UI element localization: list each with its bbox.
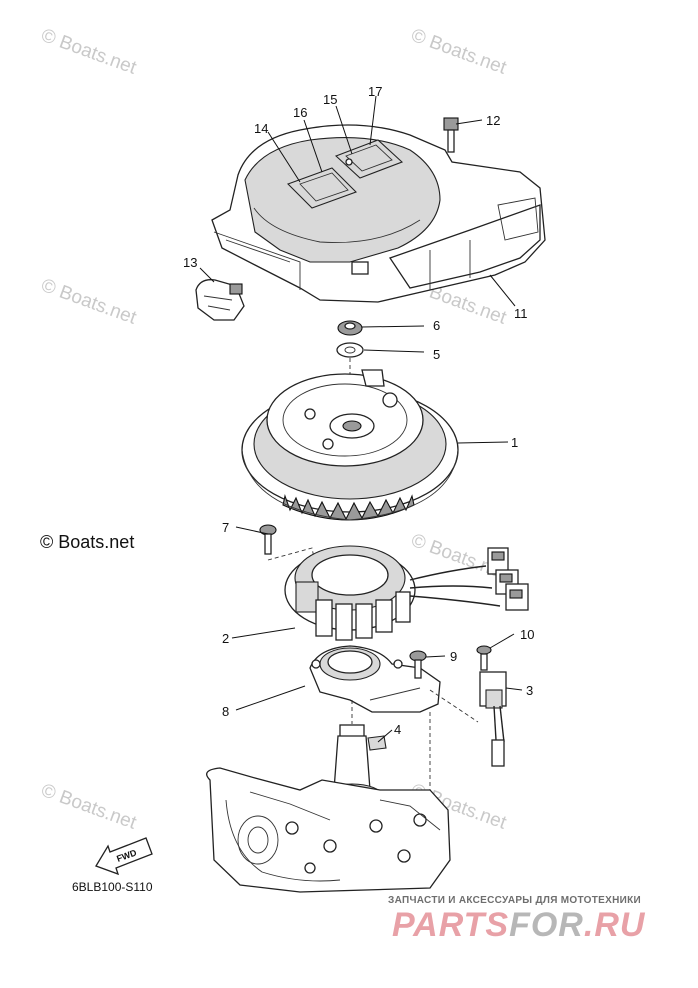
brand-name-part1: PARTS xyxy=(392,906,510,944)
brand-name-part2: FOR xyxy=(509,906,584,944)
brand-logo: PARTSFOR.RU xyxy=(392,906,645,945)
callout-1: 1 xyxy=(511,435,518,450)
callout-2: 2 xyxy=(222,631,229,646)
flywheel-1 xyxy=(241,369,459,521)
callout-11: 11 xyxy=(514,306,528,321)
leader-lines xyxy=(199,95,523,743)
callout-10: 10 xyxy=(520,627,534,642)
callout-5: 5 xyxy=(433,347,440,362)
callout-numbers: 1 2 3 4 5 6 7 8 9 10 11 12 13 14 16 15 1… xyxy=(183,84,534,737)
callout-15: 16 xyxy=(293,105,307,120)
crankcase xyxy=(206,724,451,893)
bolt-7 xyxy=(259,524,277,555)
callout-14: 14 xyxy=(254,121,268,136)
copyright-notice: © Boats.net xyxy=(40,532,135,552)
nut-6 xyxy=(337,320,363,336)
callout-3: 3 xyxy=(526,683,533,698)
callout-9: 9 xyxy=(450,649,457,664)
watermark: © Boats.net xyxy=(408,25,509,79)
bolt-9 xyxy=(409,650,427,679)
callout-7: 7 xyxy=(222,520,229,535)
callout-16: 15 xyxy=(323,92,337,107)
clip-13 xyxy=(195,279,245,321)
washer-5 xyxy=(336,342,364,358)
flywheel-cover xyxy=(211,124,546,303)
callout-4: 4 xyxy=(394,722,401,737)
brand-subtitle: ЗАПЧАСТИ И АКСЕССУАРЫ ДЛЯ МОТОТЕХНИКИ xyxy=(388,895,641,906)
bolt-12 xyxy=(443,117,459,153)
watermark: © Boats.net xyxy=(38,780,139,834)
pulser-coil-3 xyxy=(479,671,507,767)
fwd-arrow-icon: FWD xyxy=(95,837,153,876)
bolt-10 xyxy=(476,645,492,671)
watermark: © Boats.net xyxy=(38,275,139,329)
stator-2 xyxy=(284,545,529,641)
callout-8: 8 xyxy=(222,704,229,719)
stator-base-8 xyxy=(309,645,441,713)
callout-17: 17 xyxy=(368,84,382,99)
callout-12: 12 xyxy=(486,113,500,128)
callout-6: 6 xyxy=(433,318,440,333)
brand-name-part3: .RU xyxy=(583,906,646,944)
watermark: © Boats.net xyxy=(38,25,139,79)
diagram-code: 6BLB100-S110 xyxy=(72,880,153,894)
callout-13: 13 xyxy=(183,255,197,270)
